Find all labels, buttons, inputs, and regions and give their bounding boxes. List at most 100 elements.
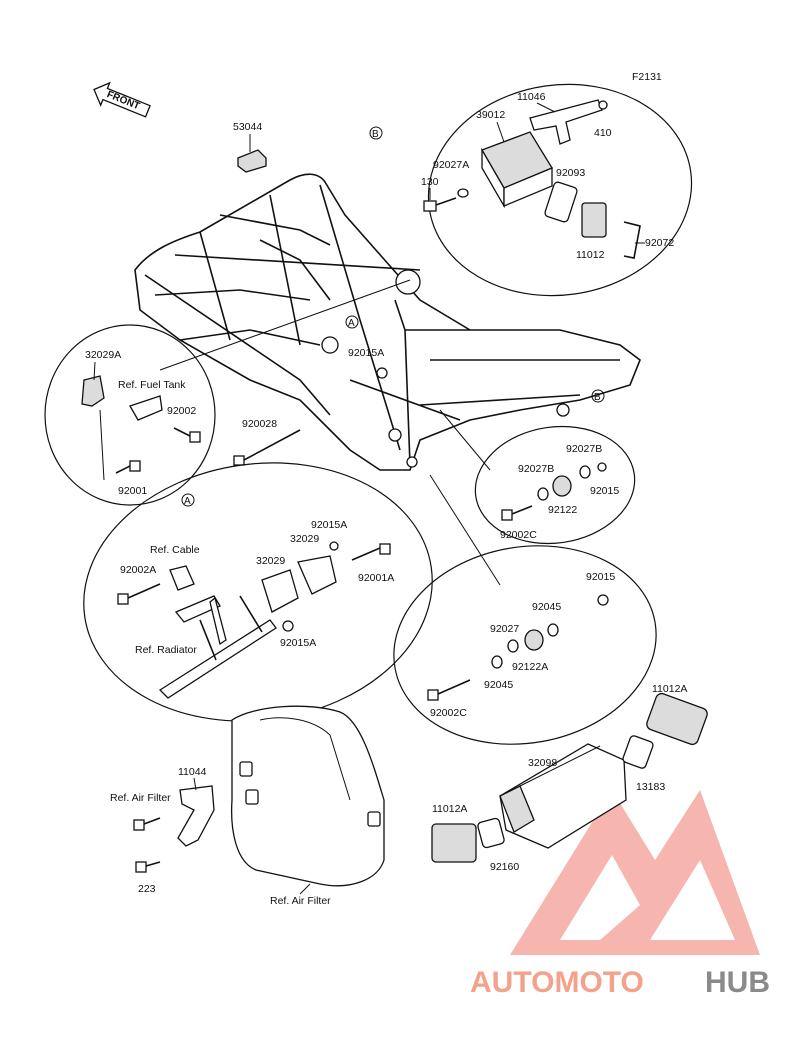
label-32098: 32098: [528, 757, 557, 769]
label-92122: 92122: [548, 504, 577, 516]
figure-code: F2131: [632, 71, 662, 83]
label-130: 130: [421, 176, 439, 188]
label-39012: 39012: [476, 109, 505, 121]
washer-92027b-2-icon: [537, 487, 549, 501]
label-ref-air-filter-2: Ref. Air Filter: [270, 895, 331, 907]
plate-32029-icon: [297, 555, 337, 595]
circle-b-marker-top: [369, 126, 383, 140]
gasket-13183-icon: [622, 735, 654, 769]
label-92160: 92160: [490, 861, 519, 873]
label-92027a: 92027A: [433, 159, 469, 171]
washer-92027a-icon: [457, 188, 469, 198]
gasket-92093-icon: [544, 181, 578, 223]
label-92002c-2: 92002C: [430, 707, 467, 719]
bushing-92122-icon: [552, 475, 572, 497]
clamp-92072-icon: [623, 221, 641, 259]
bracket-53044-icon: [237, 149, 267, 173]
callout-bushing-lower: [393, 545, 657, 745]
label-92027b-2: 92027B: [518, 463, 554, 475]
main-frame-icon: [134, 173, 641, 471]
bracket-11046-icon: [529, 99, 608, 145]
washer-92027b-1-icon: [579, 465, 591, 479]
plate-32029-2-icon: [261, 569, 299, 613]
gasket-92160-icon: [477, 817, 505, 849]
label-92027b-1: 92027B: [566, 443, 602, 455]
duct-32098-icon: [499, 743, 627, 849]
label-11012: 11012: [576, 249, 605, 261]
label-92015a-2: 92015A: [311, 519, 347, 531]
circle-a-marker-frame: [345, 315, 359, 329]
bolt-92001a-icon: [351, 543, 391, 561]
label-92002: 92002: [167, 405, 196, 417]
label-11044: 11044: [178, 766, 207, 778]
bracket-32029a-icon: [81, 375, 105, 407]
nut-92015-c-icon: [597, 594, 609, 606]
label-92122a: 92122A: [512, 661, 548, 673]
label-32029: 32029: [290, 533, 319, 545]
label-92093: 92093: [556, 167, 585, 179]
callout-fuel-tank: [44, 324, 216, 506]
label-92045-1: 92045: [532, 601, 561, 613]
bolt-92002c-2-icon: [427, 679, 471, 701]
front-label: FRONT: [105, 89, 141, 112]
nut-92015a-top-icon: [376, 367, 388, 379]
label-92001: 92001: [118, 485, 147, 497]
circle-a-label-bubble: A: [184, 496, 191, 507]
bolt-92002-icon: [173, 427, 201, 443]
label-92027: 92027: [490, 623, 519, 635]
bolt-ref-air-filter-icon: [133, 817, 161, 831]
circle-b-marker-frame: [591, 389, 605, 403]
label-92072: 92072: [645, 237, 674, 249]
label-13183: 13183: [636, 781, 665, 793]
label-920028: 920028: [242, 418, 277, 430]
callout-bushing-upper: [474, 425, 636, 545]
washer-92045-1-icon: [547, 623, 559, 637]
label-11012a-bottom: 11012A: [432, 803, 467, 815]
washer-92045-2-icon: [491, 655, 503, 669]
label-92045-2: 92045: [484, 679, 513, 691]
filter-11012a-top-icon: [646, 692, 708, 746]
label-ref-air-filter-1: Ref. Air Filter: [110, 792, 171, 804]
bolt-92002a-icon: [117, 583, 161, 605]
label-92015a-3: 92015A: [280, 637, 316, 649]
watermark-text-automoto: AUTOMOTO: [470, 966, 644, 999]
label-223: 223: [138, 883, 156, 895]
label-ref-cable: Ref. Cable: [150, 544, 200, 556]
label-410: 410: [594, 127, 612, 139]
air-filter-housing-icon: [230, 705, 385, 887]
bolt-223-icon: [135, 861, 161, 873]
circle-a-marker-bubble: [181, 493, 195, 507]
washer-92027-icon: [507, 639, 519, 653]
circle-a-label-frame: A: [348, 318, 355, 329]
label-53044: 53044: [233, 121, 262, 133]
nut-92015-b-icon: [597, 462, 607, 472]
label-ref-fuel-tank: Ref. Fuel Tank: [118, 379, 186, 391]
bolt-130-icon: [423, 197, 457, 212]
radiator-bracket-icon: [158, 595, 277, 699]
front-arrow-icon: [93, 81, 151, 118]
bracket-fuel-tank-icon: [129, 395, 163, 421]
label-92015a-top: 92015A: [348, 347, 384, 359]
filter-11012a-bottom-icon: [431, 823, 477, 863]
clip-ref-cable-icon: [169, 565, 195, 591]
bolt-92002c-1-icon: [501, 505, 533, 521]
watermark-logo-icon: [510, 790, 760, 955]
label-92015-c: 92015: [586, 571, 615, 583]
circle-b-label-top: B: [372, 129, 379, 140]
cover-11012-icon: [581, 202, 607, 238]
label-92002c-1: 92002C: [500, 529, 537, 541]
bolt-92001-icon: [115, 460, 141, 474]
label-32029-2: 32029: [256, 555, 285, 567]
label-11046: 11046: [517, 91, 546, 103]
label-32029a: 32029A: [85, 349, 121, 361]
label-92015-b: 92015: [590, 485, 619, 497]
bolt-920028-icon: [233, 429, 301, 466]
circle-b-label-frame: B: [594, 392, 601, 403]
bushing-92122a-icon: [524, 629, 544, 651]
nut-92015a-3-icon: [282, 620, 294, 632]
label-11012a-top: 11012A: [652, 683, 687, 695]
nut-92015a-2-icon: [329, 541, 339, 551]
label-92002a: 92002A: [120, 564, 156, 576]
watermark-text-hub: HUB: [705, 966, 770, 999]
